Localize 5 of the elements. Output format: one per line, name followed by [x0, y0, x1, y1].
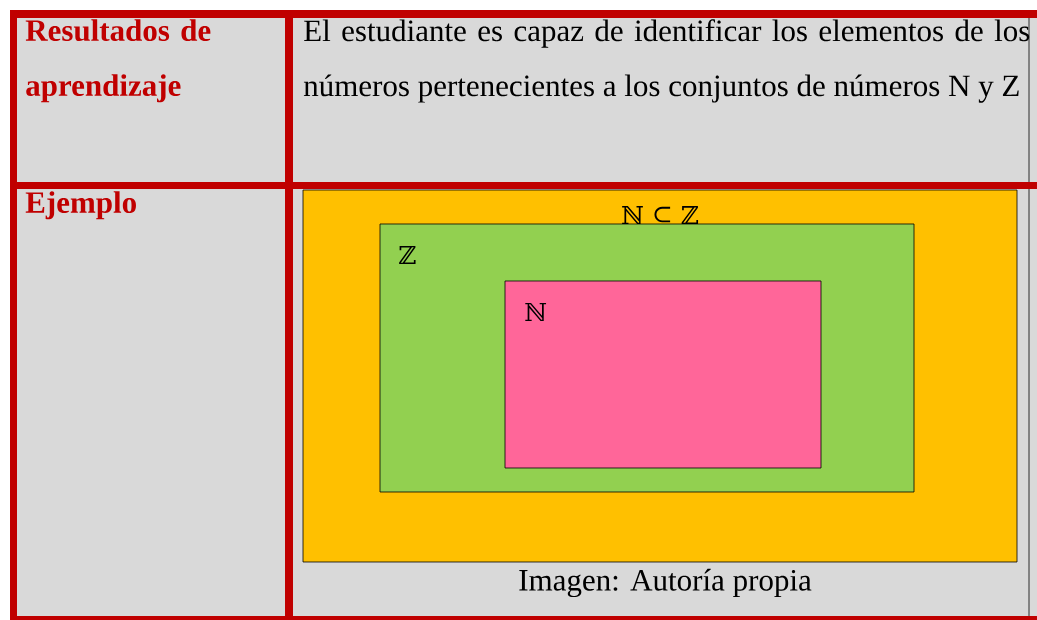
set-box: ℕ — [504, 280, 822, 469]
row-heading: Ejemplo — [25, 191, 136, 220]
row-heading: Resultados de aprendizaje — [25, 19, 211, 103]
image-caption: Imagen: Autoría propia — [519, 568, 812, 598]
description-text: El estudiante es capaz de identificar los elementos de los números pertenecientes a los conjuntos de números N y Z — [303, 19, 1030, 103]
